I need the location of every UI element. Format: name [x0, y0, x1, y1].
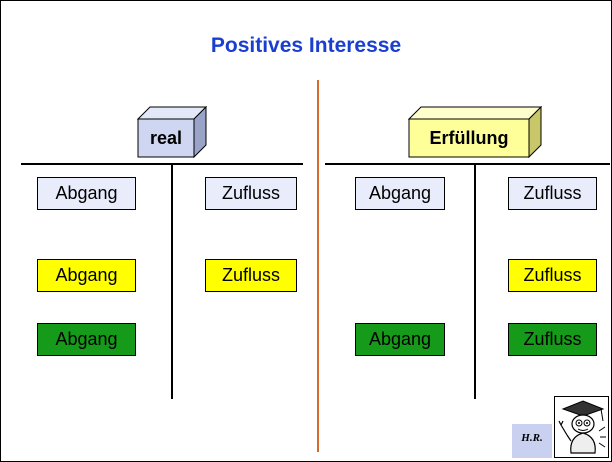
t-account-vertical-line-right: [474, 163, 476, 399]
header-cube-erfuellung-label: Erfüllung: [429, 128, 509, 148]
cube-shape-icon: [408, 106, 542, 158]
left-row3-abgang-box: Abgang: [37, 323, 136, 356]
right-row1-zufluss-box: Zufluss: [508, 177, 597, 210]
right-row3-abgang-box: Abgang: [355, 323, 445, 356]
left-row1-zufluss-box: Zufluss: [205, 177, 297, 210]
header-cube-real: real: [137, 106, 207, 158]
t-account-top-line-right: [325, 163, 610, 165]
right-row1-abgang-box: Abgang: [355, 177, 445, 210]
logo-box: [554, 396, 609, 458]
cartoon-character-icon: [558, 400, 606, 454]
initials-background: [512, 424, 552, 458]
left-row2-zufluss-box: Zufluss: [205, 259, 297, 292]
t-account-vertical-line-left: [171, 163, 173, 399]
header-cube-real-label: real: [149, 128, 183, 148]
t-account-top-line-left: [21, 163, 303, 165]
right-row3-zufluss-box: Zufluss: [508, 323, 597, 356]
cube-shape-icon: [137, 106, 207, 158]
left-row2-abgang-box: Abgang: [37, 259, 136, 292]
slide-title: Positives Interesse: [210, 34, 402, 57]
left-row1-abgang-box: Abgang: [37, 177, 136, 210]
right-row2-zufluss-box: Zufluss: [508, 259, 597, 292]
center-divider: [317, 80, 319, 452]
header-cube-erfuellung: Erfüllung: [408, 106, 542, 158]
author-initials: H.R.: [521, 432, 543, 444]
